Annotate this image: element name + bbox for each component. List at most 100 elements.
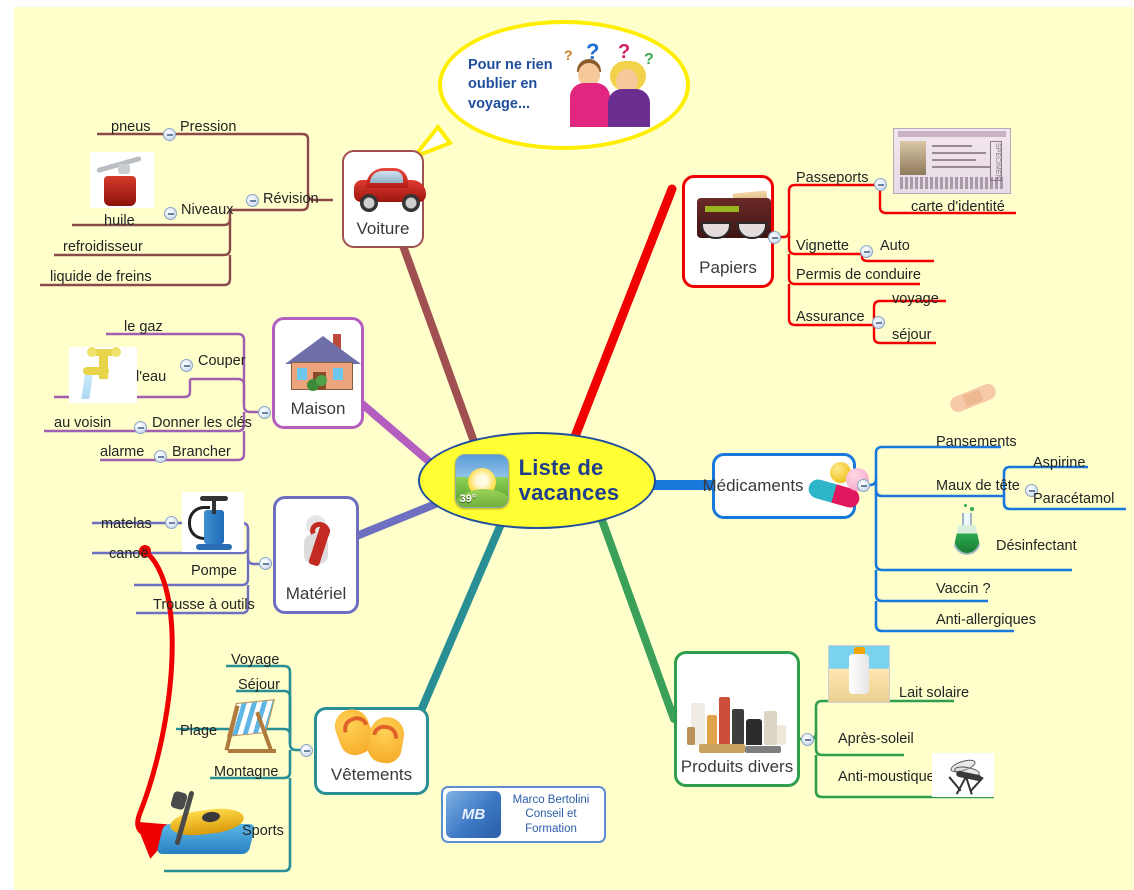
topic-medicaments[interactable]: Médicaments (702, 453, 869, 519)
subtopic-montagne[interactable]: Montagne (214, 764, 279, 780)
subtopic-au-voisin[interactable]: au voisin (54, 415, 112, 431)
subtopic-maux-de-tete[interactable]: Maux de tête (936, 478, 1020, 494)
subtopic-le-gaz[interactable]: le gaz (124, 319, 163, 335)
sunscreen-icon (828, 645, 890, 703)
mindmap-canvas[interactable]: Pour ne rien oublier en voyage... ? ? ? … (14, 7, 1134, 890)
subtopic-trousse-a-outils[interactable]: Trousse à outils (153, 597, 255, 613)
collapse-toggle-assurance[interactable] (872, 316, 885, 329)
subtopic-niveaux[interactable]: Niveaux (181, 202, 234, 218)
subtopic-donner-les-cles[interactable]: Donner les clés (152, 415, 252, 431)
topic-maison[interactable]: Maison (272, 317, 364, 429)
central-topic[interactable]: 39° Liste de vacances (418, 432, 656, 529)
collapse-toggle-brancher[interactable] (154, 450, 167, 463)
collapse-toggle-pompe[interactable] (165, 516, 178, 529)
logo-initials: MB (446, 791, 501, 838)
subtopic-sports[interactable]: Sports (242, 823, 284, 839)
topic-produits-divers[interactable]: Produits divers (674, 651, 800, 787)
topic-voiture[interactable]: Voiture (342, 150, 426, 248)
collapse-toggle-papiers[interactable] (768, 231, 781, 244)
subtopic-anti-allergiques[interactable]: Anti-allergiques (936, 612, 1036, 628)
central-title-line1: Liste de (518, 454, 604, 480)
subtopic-canoe[interactable]: canoë (109, 546, 149, 562)
subtopic-aspirine[interactable]: Aspirine (1033, 455, 1086, 471)
collapse-toggle-voiture[interactable] (246, 194, 259, 207)
collapse-toggle-passeports[interactable] (874, 178, 887, 191)
logo-text: Marco Bertolini Conseil et Formation (501, 793, 601, 835)
collapse-toggle-niveaux[interactable] (164, 207, 177, 220)
collapse-toggle-vignette[interactable] (860, 245, 873, 258)
topic-vetements[interactable]: Vêtements (314, 704, 429, 795)
subtopic-apres-soleil[interactable]: Après-soleil (838, 731, 914, 747)
subtopic-passeports[interactable]: Passeports (796, 170, 869, 186)
subtopic-pansements[interactable]: Pansements (936, 434, 1017, 450)
subtopic-leau[interactable]: l'eau (136, 369, 167, 385)
collapse-toggle-vetements[interactable] (300, 744, 313, 757)
subtopic-plage[interactable]: Plage (180, 723, 218, 739)
topic-papiers[interactable]: Papiers (682, 175, 774, 288)
subtopic-carte-identite[interactable]: carte d'identité (911, 199, 1005, 215)
central-title-line2: vacances (518, 479, 620, 505)
subtopic-refroidisseur[interactable]: refroidisseur (63, 239, 143, 255)
confused-travelers-icon: ? ? ? ? (560, 39, 668, 131)
hand-pump-icon (182, 492, 244, 552)
subtopic-liquide-de-freins[interactable]: liquide de freins (50, 269, 152, 285)
red-car-icon (352, 158, 426, 219)
subtopic-assurance[interactable]: Assurance (796, 309, 865, 325)
wrench-man-icon (284, 505, 348, 584)
subtopic-brancher[interactable]: Brancher (172, 444, 231, 460)
subtopic-desinfectant[interactable]: Désinfectant (996, 538, 1077, 554)
collapse-toggle-medicaments[interactable] (857, 479, 870, 492)
collapse-toggle-materiel[interactable] (259, 557, 272, 570)
subtopic-voyage-assurance[interactable]: voyage (892, 291, 939, 307)
author-logo[interactable]: MB Marco Bertolini Conseil et Formation (441, 786, 606, 843)
collapse-toggle-maux-de-tete[interactable] (1025, 484, 1038, 497)
kayak-icon (156, 790, 256, 854)
subtopic-paracetamol[interactable]: Paracétamol (1033, 491, 1115, 507)
subtopic-lait-solaire[interactable]: Lait solaire (899, 685, 970, 701)
logo-line1: Marco Bertolini (512, 794, 590, 807)
topic-maison-label: Maison (290, 399, 346, 418)
house-icon (283, 326, 361, 399)
topic-vetements-label: Vêtements (330, 765, 413, 784)
topic-medicaments-label: Médicaments (702, 475, 804, 495)
subtopic-auto[interactable]: Auto (880, 238, 910, 254)
flask-icon (946, 504, 988, 559)
bandage-icon (947, 381, 999, 415)
subtopic-vignette[interactable]: Vignette (796, 238, 849, 254)
topic-materiel-label: Matériel (285, 584, 347, 603)
subtopic-matelas[interactable]: matelas (101, 516, 152, 532)
collapse-toggle-donner-les-cles[interactable] (134, 421, 147, 434)
subtopic-revision[interactable]: Révision (263, 191, 319, 207)
subtopic-alarme[interactable]: alarme (100, 444, 145, 460)
collapse-toggle-revision[interactable] (163, 128, 176, 141)
subtopic-anti-moustiques[interactable]: Anti-moustiques (838, 769, 942, 785)
collapse-toggle-produits-divers[interactable] (801, 733, 814, 746)
weather-sun-icon: 39° (454, 453, 509, 508)
logo-line2: Conseil et (525, 808, 577, 821)
collapse-toggle-maison[interactable] (258, 406, 271, 419)
subtopic-pompe[interactable]: Pompe (191, 563, 237, 579)
topic-materiel[interactable]: Matériel (273, 496, 359, 614)
subtopic-pression[interactable]: Pression (180, 119, 237, 135)
topic-produits-divers-label: Produits divers (680, 757, 794, 776)
subtopic-permis[interactable]: Permis de conduire (796, 267, 921, 283)
subtopic-couper[interactable]: Couper (198, 353, 246, 369)
id-card-icon: SPECIMEN (893, 128, 1011, 194)
subtopic-sejour-assurance[interactable]: séjour (892, 327, 932, 343)
speech-bubble: Pour ne rien oublier en voyage... ? ? ? … (438, 20, 690, 150)
subtopic-huile[interactable]: huile (104, 213, 135, 229)
wallet-glasses-icon (693, 184, 771, 258)
speech-bubble-text: Pour ne rien oublier en voyage... (468, 56, 553, 112)
toiletries-icon (685, 660, 789, 757)
oil-can-icon (90, 152, 154, 208)
faucet-icon (69, 347, 137, 403)
subtopic-sejour[interactable]: Séjour (238, 677, 280, 693)
temperature-label: 39° (459, 492, 477, 505)
subtopic-pneus[interactable]: pneus (111, 119, 151, 135)
logo-line3: Formation (525, 822, 577, 835)
subtopic-vaccin[interactable]: Vaccin ? (936, 581, 991, 597)
topic-papiers-label: Papiers (699, 258, 757, 277)
central-topic-label: Liste de vacances (518, 454, 620, 505)
collapse-toggle-couper[interactable] (180, 359, 193, 372)
subtopic-voyage[interactable]: Voyage (231, 652, 280, 668)
